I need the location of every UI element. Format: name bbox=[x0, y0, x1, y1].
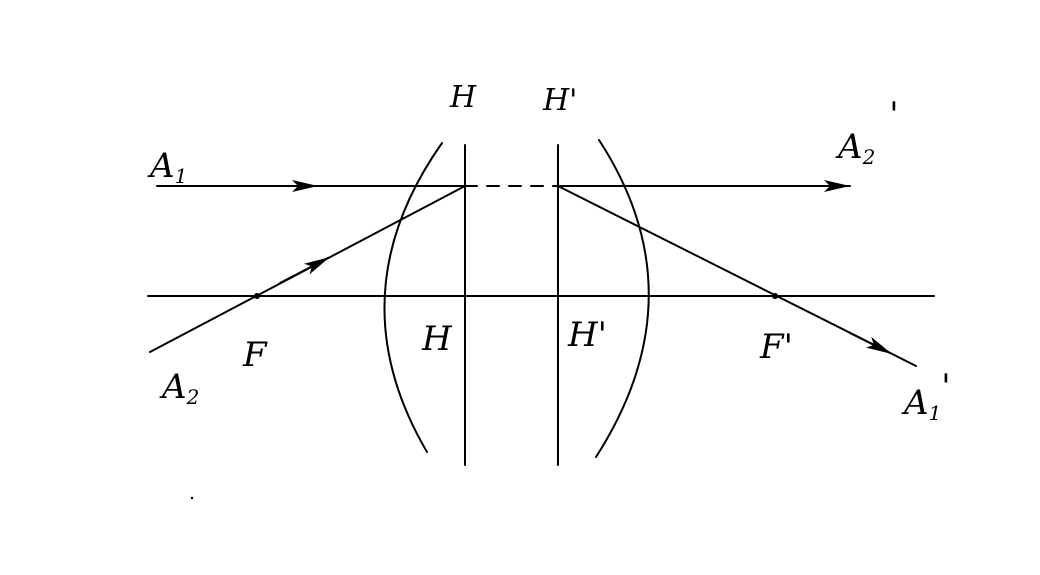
lens-back-surface bbox=[595, 139, 650, 458]
label-focus-front: F bbox=[242, 335, 268, 375]
label-principal-plane-top: H bbox=[449, 80, 477, 115]
focus-back-point bbox=[772, 293, 778, 299]
ray-a2-arrow bbox=[279, 257, 330, 284]
label-ray-a2-prime: A2' bbox=[835, 95, 899, 169]
label-principal-plane-prime-top: H' bbox=[542, 83, 577, 118]
label-principal-point: H bbox=[421, 319, 453, 359]
label-ray-a1: A1 bbox=[147, 146, 187, 188]
label-principal-point-prime: H' bbox=[567, 315, 607, 355]
label-ray-a2: A2 bbox=[159, 367, 199, 409]
ray-a1-out-arrow bbox=[849, 332, 892, 354]
label-focus-back: F' bbox=[759, 327, 793, 367]
label-ray-a1-prime: A1' bbox=[901, 367, 951, 425]
stray-dot bbox=[190, 496, 194, 500]
focus-front-point bbox=[254, 293, 260, 299]
lens-front-surface bbox=[383, 142, 443, 453]
